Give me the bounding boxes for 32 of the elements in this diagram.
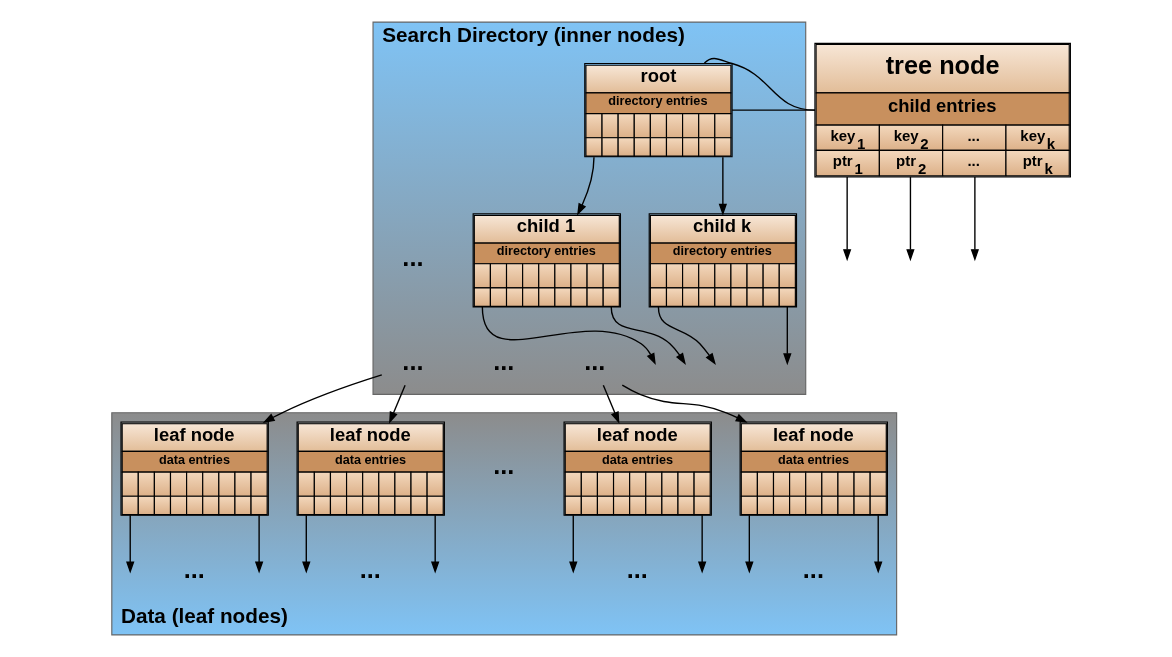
arrow (842, 176, 851, 262)
label: ... (359, 555, 381, 584)
arrow (657, 306, 716, 365)
label: ... (626, 555, 648, 584)
label: ... (183, 555, 205, 584)
arrow (970, 176, 979, 262)
label: ... (401, 242, 423, 271)
label: ... (492, 450, 514, 479)
arrow (254, 514, 263, 574)
arrow (602, 384, 619, 424)
arrow (905, 176, 915, 262)
arrow (697, 514, 706, 574)
arrow (610, 306, 686, 365)
arrow (568, 514, 577, 574)
arrow (430, 514, 439, 574)
label: ... (802, 555, 824, 584)
node-text: ... (583, 346, 605, 375)
arrow (481, 306, 656, 366)
arrow (621, 384, 748, 423)
label: ... (492, 346, 514, 375)
arrow (576, 156, 595, 216)
arrow (718, 156, 727, 216)
arrow (388, 384, 406, 424)
node-text: ... (401, 346, 423, 375)
arrow (744, 514, 754, 574)
arrow (262, 374, 382, 423)
arrow (301, 514, 310, 574)
connector (730, 109, 816, 111)
arrow (125, 514, 134, 574)
arrow (782, 306, 791, 366)
arrow (873, 514, 882, 574)
connector (703, 57, 816, 111)
